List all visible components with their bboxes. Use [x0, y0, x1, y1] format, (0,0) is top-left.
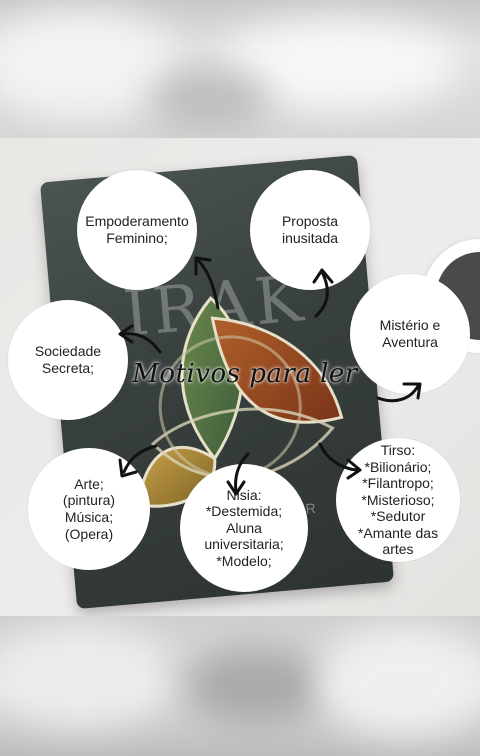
bubble-tirso: Tirso: *Bilionário; *Filantropo; *Mister… — [336, 438, 460, 562]
bubble-sociedade-text: Sociedade Secreta; — [34, 343, 102, 376]
bubble-misterio-text: Mistério e Aventura — [379, 317, 441, 350]
arrow-to-misterio-icon — [376, 382, 422, 403]
arrow-to-arte-icon — [118, 444, 158, 478]
center-title: Motivos para ler — [132, 359, 358, 389]
bubble-proposta: Proposta inusitada — [250, 170, 370, 290]
bubble-sociedade: Sociedade Secreta; — [8, 300, 128, 420]
bubble-nisia-text: Nisia: *Destemida; Aluna universitaria; … — [204, 486, 284, 569]
bubble-proposta-text: Proposta inusitada — [281, 213, 339, 246]
bubble-nisia: Nisia: *Destemida; Aluna universitaria; … — [180, 464, 308, 592]
arrow-to-nisia-icon — [226, 452, 250, 496]
arrow-to-proposta-icon — [312, 268, 334, 318]
celtic-knot-icon — [136, 296, 344, 508]
infographic-scene: IRAK BOR Empoderamento F — [0, 138, 480, 616]
arrow-to-empoderamento-icon — [194, 256, 220, 310]
bubble-misterio: Mistério e Aventura — [350, 274, 470, 394]
bubble-arte-text: Arte; (pintura) Música; (Opera) — [62, 475, 116, 542]
blurred-background-bottom — [0, 616, 480, 756]
bubble-empoderamento: Empoderamento Feminino; — [77, 170, 197, 290]
bubble-empoderamento-text: Empoderamento Feminino; — [85, 213, 189, 246]
blurred-background-top — [0, 0, 480, 138]
bubble-tirso-text: Tirso: *Bilionário; *Filantropo; *Mister… — [357, 442, 439, 558]
arrow-to-sociedade-icon — [118, 324, 162, 354]
bubble-arte: Arte; (pintura) Música; (Opera) — [28, 448, 150, 570]
arrows-layer — [118, 256, 422, 496]
arrow-to-tirso-icon — [318, 442, 362, 480]
